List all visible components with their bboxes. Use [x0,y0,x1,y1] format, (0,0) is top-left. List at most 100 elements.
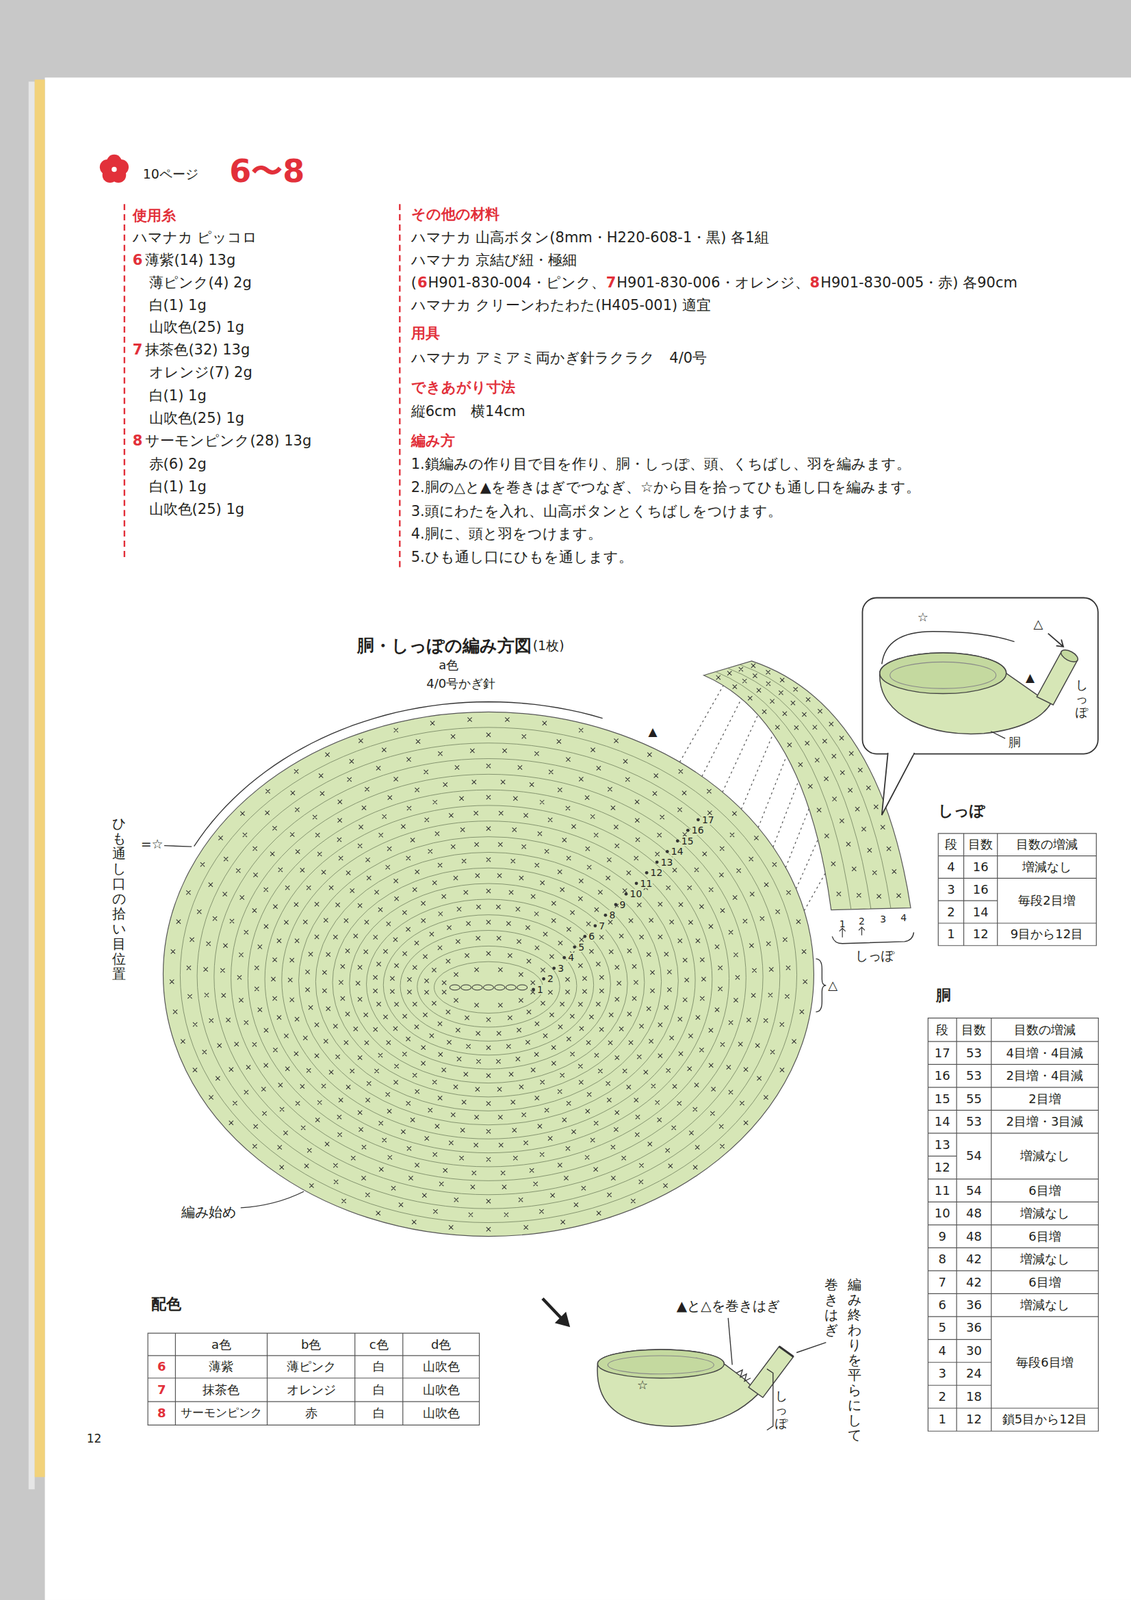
round-line [366,899,611,1069]
bubble-pointer-gap [889,752,913,756]
pickup-line [773,780,799,848]
table-cell: 目数 [961,1022,986,1037]
table-cell: 8 [157,1406,167,1421]
model-number: 6 [132,251,143,269]
round-line [231,773,747,1181]
chart-label: 4/0号かぎ針 [426,676,496,691]
body-text: ハマナカ 京結び紐・極細 [411,251,578,269]
join-mark: =☆ [140,836,164,852]
bubble-outline [862,597,1099,754]
table-cell: 増減なし [1020,1148,1070,1164]
join-mark: △ [827,978,838,993]
instruction-step: 5.ひも通し口にひもを通します。 [411,548,633,566]
body-text: ハマナカ 山高ボタン(8mm・H220-608-1・黒) 各1組 [411,229,770,246]
table-cell: 段 [944,837,958,852]
row-number: 3 [879,913,887,925]
pickup-line [741,733,773,809]
round-line [197,743,780,1209]
stitch-marks [169,717,808,1231]
row-number: 2 [858,915,865,927]
stitch-marks [372,904,604,1064]
table-cell: 段 [936,1022,949,1037]
round-line [417,945,560,1027]
callout-label: △ [1033,617,1043,632]
round-start-dot [624,892,629,896]
table-cell: 42 [966,1274,982,1290]
page-stack [28,81,35,1489]
body-sketch [597,1349,759,1426]
stitch-marks [237,780,740,1176]
row-number: 14 [670,846,685,856]
page-paper [45,77,1131,1600]
body-text: ハマナカ アミアミ両かぎ針ラクラク 4/0号 [411,349,707,367]
table-cell: サーモンピンク [180,1406,263,1420]
table-cell: 36 [966,1320,982,1335]
row-number: 10 [629,888,644,899]
stitch-marks [716,675,841,897]
table-cell: 6 [938,1297,947,1313]
pickup-line [679,685,724,763]
pickup-line [785,808,809,868]
table-cell: 17 [934,1045,951,1060]
round-start-dot [531,987,536,991]
table-cell: 6目増 [1028,1274,1061,1290]
table-title: 胴 [936,986,952,1004]
table-cell: c色 [369,1336,389,1352]
body-text: ハマナカ ピッコロ [132,229,258,246]
table-cell: 5 [938,1320,947,1335]
table-cell: 白 [372,1359,386,1374]
chart-label: 編み始め [181,1203,237,1220]
table-cell: 9 [938,1228,947,1244]
pickup-range-line [881,631,1015,665]
pickup-line [796,839,819,889]
pointer-arrow [542,1297,564,1320]
callout-label: ☆ [917,609,929,624]
row-number: 6 [587,931,596,941]
body-text: H901-830-004・ピンク、 [428,274,606,291]
stitch-marks [727,671,861,898]
stitch-layer [169,663,902,1232]
table-cell: d色 [431,1336,451,1352]
table-cell: 2目増・3目減 [1006,1114,1084,1129]
bubble-shape [861,596,1099,755]
body-text: ハマナカ クリーンわたわた(H405-001) 適宜 [411,296,711,314]
round-start-dot [634,881,639,885]
table-cell: b色 [301,1336,321,1352]
table-cell: 6目増 [1028,1228,1061,1244]
round-line [264,805,713,1153]
body-text: オレンジ(7) 2g [149,364,253,381]
body-opening-inner [890,661,997,689]
body-text: 白(1) 1g [149,387,207,404]
model-number: 8 [810,274,821,291]
model-number: 6 [417,274,428,291]
row-number: 11 [639,878,654,889]
table-cell: 13 [934,1137,951,1152]
pickup-range-line [194,702,603,847]
table-cell: 16 [934,1068,951,1084]
body-chart [162,711,814,1236]
table-title: 配色 [151,1295,182,1313]
round-line [332,867,645,1097]
table-cell: 4目増・4目減 [1006,1045,1084,1060]
stitch-marks [203,748,774,1204]
table-cell: 54 [966,1148,982,1164]
table-cell: 抹茶色 [202,1382,240,1398]
body-text: 薄ピンク(4) 2g [149,274,252,291]
stitch-marks [322,857,655,1105]
row-number: 16 [691,825,705,835]
leader-line [728,1317,733,1365]
dashed-rule [398,203,401,568]
table-cell: 2 [938,1389,947,1404]
table-cell: 54 [966,1183,982,1198]
callout-label: ▲ [1025,671,1035,685]
table-cell: 白 [372,1406,386,1421]
table-cell: 白 [372,1382,386,1398]
table-cell: 1 [938,1412,947,1427]
stitch-marks [186,732,791,1218]
chain-stitch [472,984,483,991]
pickup-line [722,715,759,793]
table-cell: 42 [966,1252,982,1267]
section-heading: 編み方 [411,432,455,449]
stitch-marks [424,951,553,1022]
body-text: 山吹色(25) 1g [149,409,245,427]
